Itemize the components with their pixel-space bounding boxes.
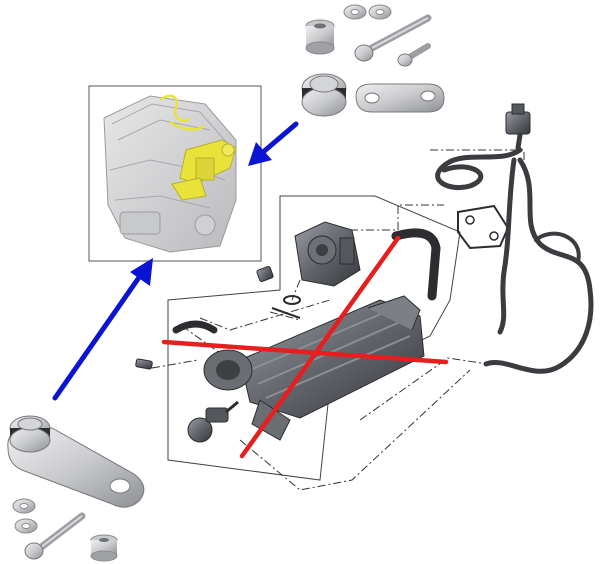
gasket-icon bbox=[457, 204, 510, 250]
egr-plug-icon bbox=[9, 415, 51, 453]
egr-cooler-module-icon bbox=[203, 295, 425, 441]
egr-valve-actuator-icon bbox=[294, 221, 361, 287]
egr-plug-icon bbox=[301, 73, 347, 117]
engine-block-icon bbox=[103, 94, 237, 253]
arrow-bottom-to-engine bbox=[52, 258, 153, 401]
vacuum-hose-icon bbox=[435, 119, 594, 374]
egr-module-group bbox=[135, 149, 525, 491]
bolt-icon bbox=[397, 43, 431, 67]
egr-blanking-plate-icon bbox=[355, 83, 445, 113]
bolt-icon bbox=[24, 512, 86, 560]
hose-connector-icon bbox=[505, 103, 531, 135]
engine-highlight-egr bbox=[159, 94, 237, 201]
pressure-converter-icon bbox=[187, 400, 239, 443]
washer-icon bbox=[343, 4, 392, 20]
spacer-sleeve-icon bbox=[90, 534, 118, 562]
engine-inset bbox=[88, 85, 262, 262]
vacuum-hose-icon bbox=[172, 228, 441, 334]
fitting-icon bbox=[135, 266, 301, 370]
bolt-icon bbox=[354, 14, 432, 62]
top-hardware-kit bbox=[301, 4, 445, 117]
arrow-top-to-engine bbox=[248, 121, 299, 166]
cross-out-mark bbox=[161, 235, 449, 459]
spacer-sleeve-icon bbox=[305, 19, 335, 55]
washer-icon bbox=[12, 498, 38, 534]
bottom-hardware-kit bbox=[7, 415, 145, 562]
